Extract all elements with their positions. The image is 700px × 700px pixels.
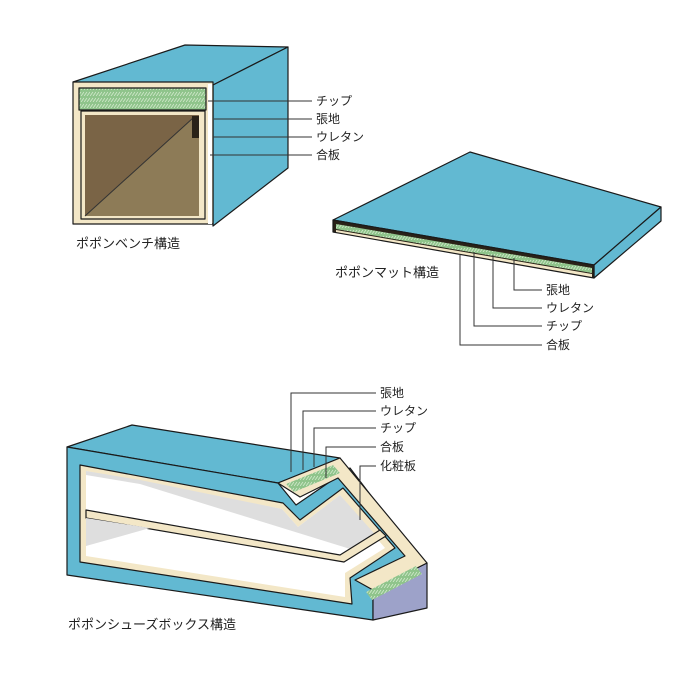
shoebox-label-chip: チップ: [380, 421, 416, 435]
shoebox-illustration: [66, 424, 428, 621]
mat-caption: ポポンマット構造: [335, 266, 439, 281]
bench-leaders: [208, 100, 312, 156]
shoebox-label-plywood: 合板: [380, 439, 404, 454]
shoebox-caption: ポポンシューズボックス構造: [68, 617, 236, 633]
mat-illustration: [332, 151, 662, 279]
bench-label-plywood: 合板: [316, 147, 340, 162]
mat-label-fabric: 張地: [546, 283, 570, 297]
bench-label-urethane: ウレタン: [316, 130, 364, 144]
mat-label-chip: チップ: [546, 319, 582, 333]
bench-label-fabric: 張地: [316, 112, 340, 126]
shoebox-label-urethane: ウレタン: [380, 404, 428, 418]
shoebox-label-decorative-board: 化粧板: [380, 459, 416, 473]
bench-illustration: [72, 44, 289, 227]
bench-label-chip: チップ: [316, 94, 352, 108]
mat-leaders: [459, 252, 542, 346]
mat-label-plywood: 合板: [546, 337, 570, 352]
shoebox-label-fabric: 張地: [380, 386, 404, 400]
mat-label-urethane: ウレタン: [546, 301, 594, 315]
bench-caption: ポポンベンチ構造: [76, 237, 180, 252]
shoebox-leaders: [290, 392, 376, 520]
